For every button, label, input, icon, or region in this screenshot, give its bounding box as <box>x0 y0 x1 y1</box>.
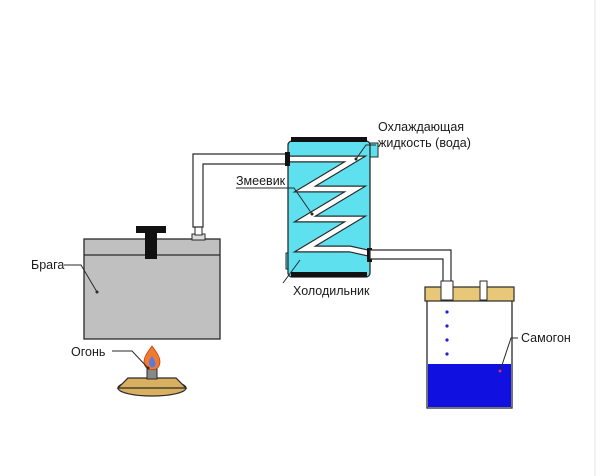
label-fire: Огонь <box>71 345 105 359</box>
label-condenser: Холодильник <box>293 284 370 298</box>
braga-tank <box>83 238 221 340</box>
flame-icon <box>143 345 161 371</box>
leader-dots <box>95 157 502 373</box>
tank-outlet-fitting <box>191 225 206 241</box>
stove <box>116 368 188 397</box>
coil <box>288 155 369 257</box>
label-coil: Змеевик <box>236 174 286 188</box>
coil-inlet-flange <box>285 152 290 166</box>
label-product: Самогон <box>521 331 571 345</box>
label-braga: Брага <box>31 258 64 272</box>
leader-lines <box>64 144 518 372</box>
label-coolant-line1: Охлаждающая <box>378 120 464 134</box>
product-jar <box>424 280 515 409</box>
vapor-pipe <box>192 153 289 228</box>
tank-valve-handle <box>136 226 166 259</box>
label-coolant-line2: жидкость (вода) <box>378 136 471 150</box>
distillate-drops <box>445 310 449 356</box>
